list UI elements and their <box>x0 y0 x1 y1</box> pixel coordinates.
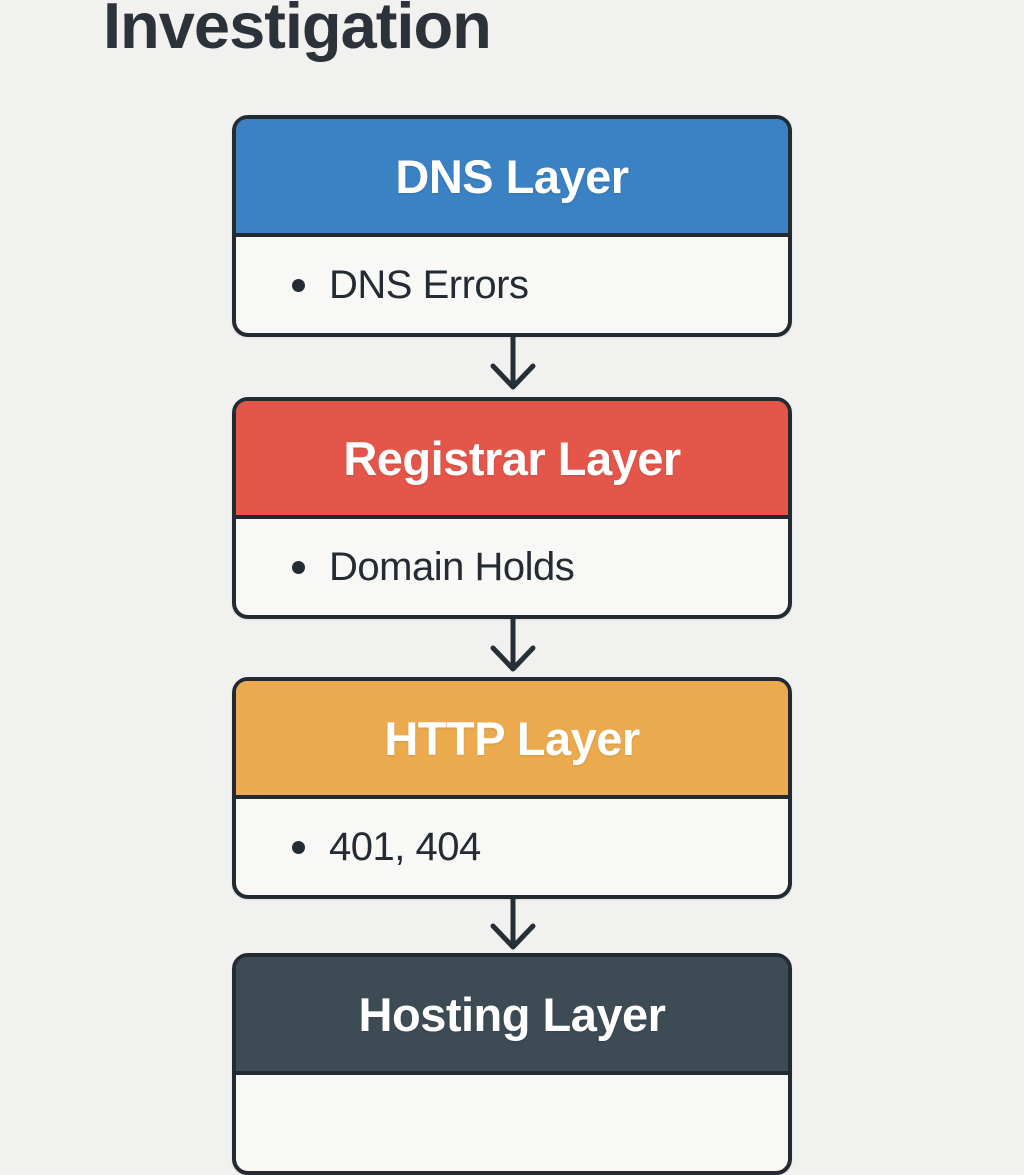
flow-node-hosting-layer: Hosting Layer <box>232 953 792 1175</box>
flow-node-item: 401, 404 <box>329 824 481 869</box>
down-arrow-icon <box>481 897 545 955</box>
flow-node-item: DNS Errors <box>329 262 529 307</box>
down-arrow-icon <box>481 619 545 677</box>
flow-node-body: 401, 404 <box>236 799 788 895</box>
page-title: Investigation <box>103 0 492 62</box>
flow-node-http-layer: HTTP Layer 401, 404 <box>232 677 792 899</box>
flow-node-registrar-layer: Registrar Layer Domain Holds <box>232 397 792 619</box>
bullet-icon <box>292 560 305 574</box>
down-arrow-icon <box>481 337 545 395</box>
flow-node-body: Domain Holds <box>236 519 788 615</box>
flow-node-title: Hosting Layer <box>358 987 666 1041</box>
flow-node-title: DNS Layer <box>395 149 629 203</box>
bullet-icon <box>292 840 305 854</box>
flow-node-dns-layer: DNS Layer DNS Errors <box>232 115 792 337</box>
flow-node-header: DNS Layer <box>236 119 788 237</box>
bullet-icon <box>292 278 305 292</box>
flow-node-item: Domain Holds <box>329 544 575 589</box>
flow-node-header: HTTP Layer <box>236 681 788 799</box>
flow-node-header: Hosting Layer <box>236 957 788 1075</box>
flow-node-title: Registrar Layer <box>343 431 681 485</box>
flow-node-header: Registrar Layer <box>236 401 788 519</box>
flow-node-body: DNS Errors <box>236 237 788 333</box>
flow-node-title: HTTP Layer <box>384 711 640 765</box>
flow-node-body <box>236 1075 788 1171</box>
